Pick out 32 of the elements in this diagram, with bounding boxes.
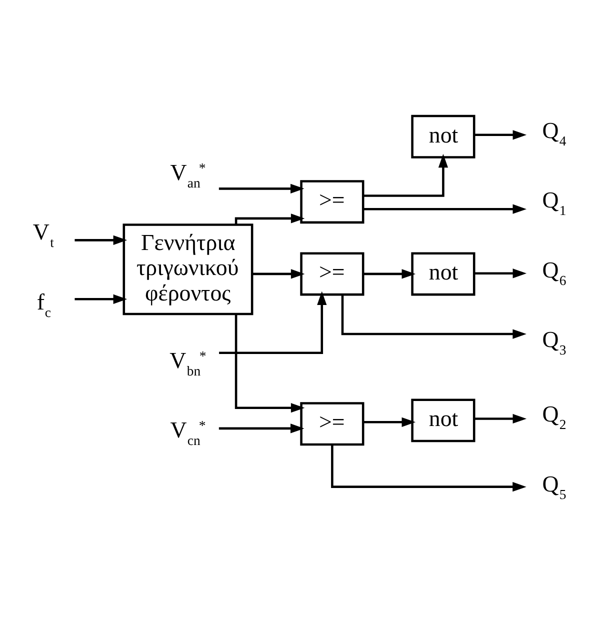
arrow bbox=[341, 294, 526, 339]
node-text: Q$_{3}$ bbox=[542, 327, 566, 358]
node-box: >= bbox=[300, 402, 364, 446]
node-box: not bbox=[411, 398, 476, 442]
node-text: Q$_{5}$ bbox=[542, 471, 566, 502]
arrow bbox=[363, 269, 416, 279]
arrow bbox=[219, 291, 327, 354]
node-text: Q$_{1}$ bbox=[542, 188, 566, 218]
node-box: >= bbox=[300, 180, 364, 224]
arrow bbox=[474, 268, 527, 278]
arrow bbox=[218, 424, 304, 434]
node-text: f$_{c}$ bbox=[36, 289, 52, 320]
arrow bbox=[218, 184, 304, 194]
node-box: not bbox=[411, 252, 476, 296]
node-box: Γεννήτρια τριγωνικού φέροντος bbox=[122, 224, 254, 316]
node-box: >= bbox=[300, 252, 364, 296]
node-box: not bbox=[411, 114, 476, 158]
arrow bbox=[234, 214, 305, 225]
arrow bbox=[74, 294, 128, 304]
arrow bbox=[474, 414, 527, 424]
arrow bbox=[363, 154, 448, 197]
node-text: Q$_{2}$ bbox=[542, 402, 566, 432]
arrow bbox=[363, 417, 416, 427]
node-text: V$_{t}$ bbox=[32, 220, 54, 250]
arrow bbox=[331, 444, 526, 492]
arrow bbox=[234, 314, 305, 413]
arrow bbox=[474, 130, 527, 140]
node-text: Q$_{6}$ bbox=[542, 257, 566, 288]
arrow bbox=[74, 235, 128, 245]
arrow bbox=[364, 204, 527, 214]
arrow bbox=[252, 269, 305, 279]
node-text: Q$_{4}$ bbox=[542, 118, 566, 148]
